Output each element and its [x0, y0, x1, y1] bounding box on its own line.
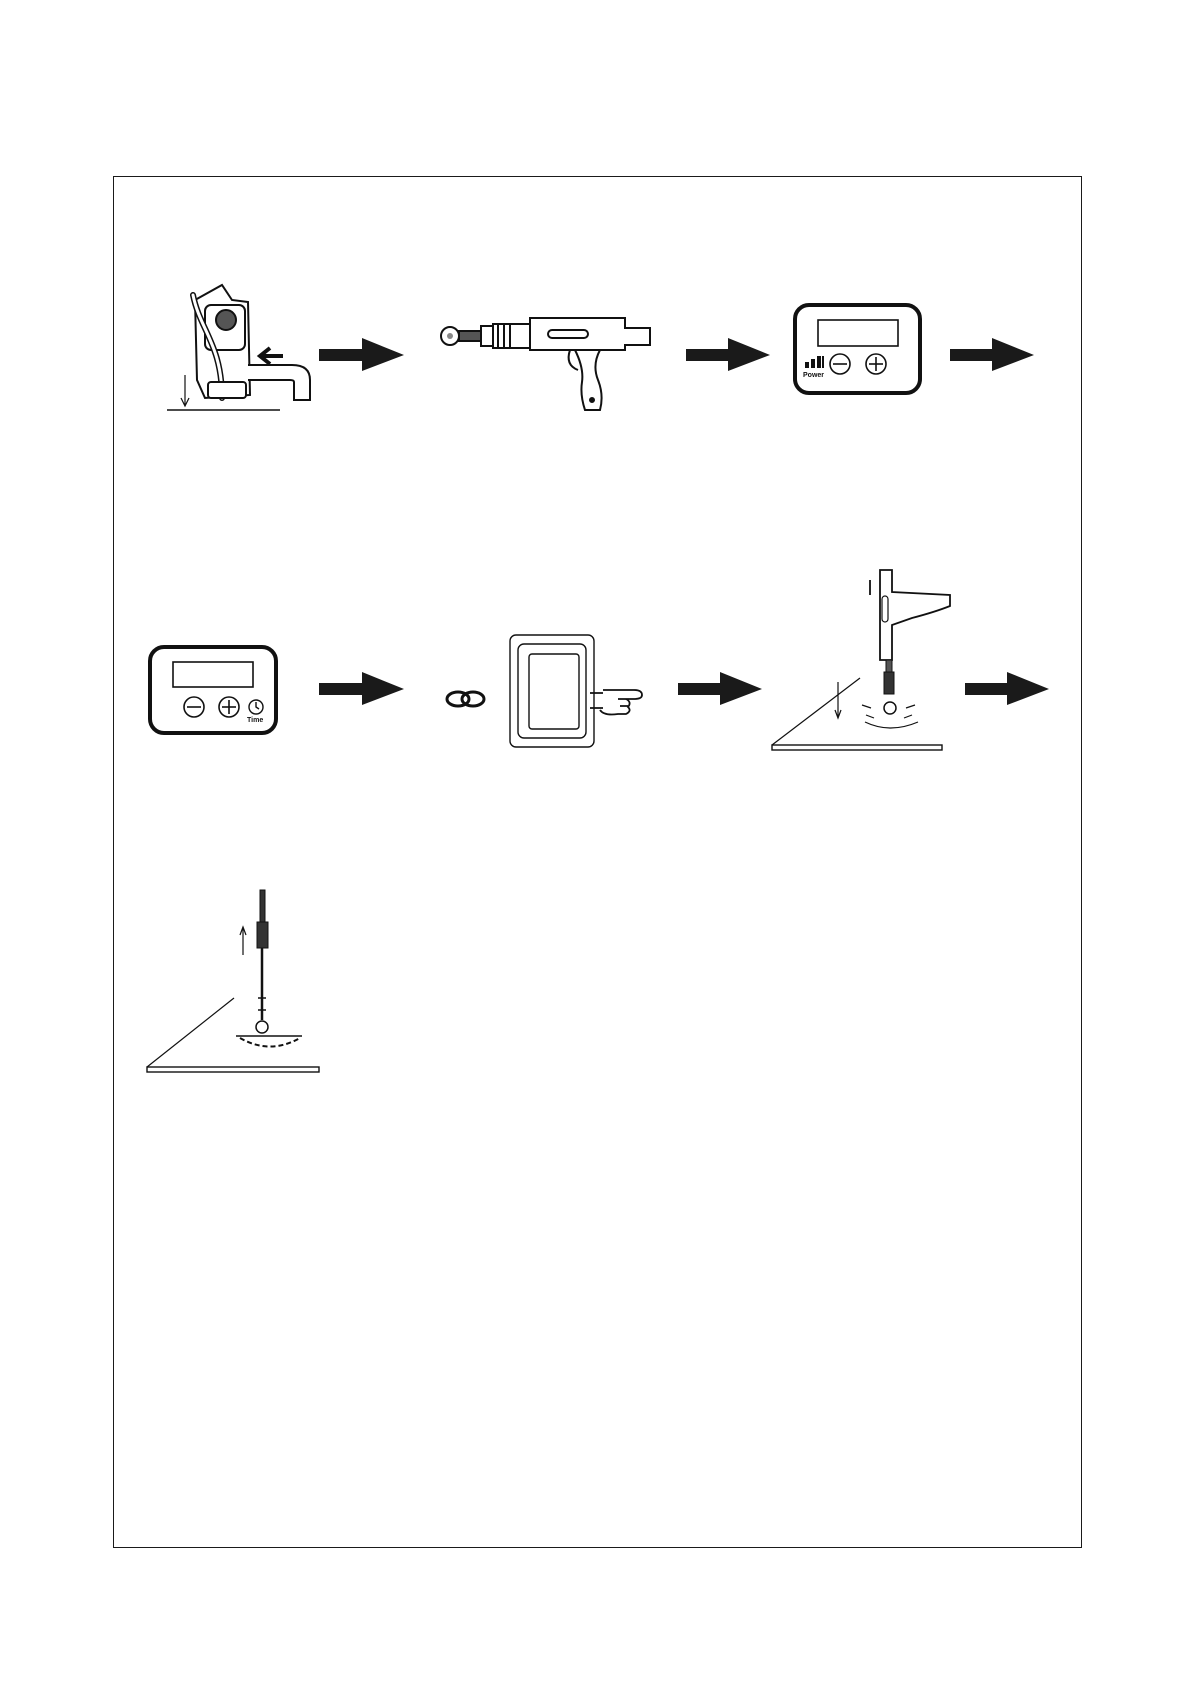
plus-button-icon [866, 354, 886, 374]
flow-arrow-icon [950, 338, 1034, 371]
stud-welding-gun-icon [441, 318, 650, 410]
gun-press-on-workpiece-icon [772, 570, 950, 750]
stud-loader-icon [167, 285, 310, 410]
flow-arrow-icon [319, 672, 404, 705]
flow-arrow-icon [678, 672, 762, 705]
minus-button-icon [830, 354, 850, 374]
power-label: Power [803, 372, 824, 379]
flow-arrow-icon [686, 338, 770, 371]
link-icon [447, 692, 484, 706]
minus-button-icon [184, 697, 204, 717]
clock-icon [249, 700, 263, 714]
plus-button-icon [219, 697, 239, 717]
trigger-switch-press-icon [447, 635, 642, 747]
pointing-hand-icon [590, 690, 642, 715]
power-control-panel-icon: Power [795, 305, 920, 393]
time-control-panel-icon: Time [150, 647, 276, 733]
flow-arrows [319, 338, 1049, 705]
stud-welded-release-icon [147, 890, 319, 1072]
time-label: Time [247, 717, 263, 724]
flow-arrow-icon [965, 672, 1049, 705]
flow-arrow-icon [319, 338, 404, 371]
